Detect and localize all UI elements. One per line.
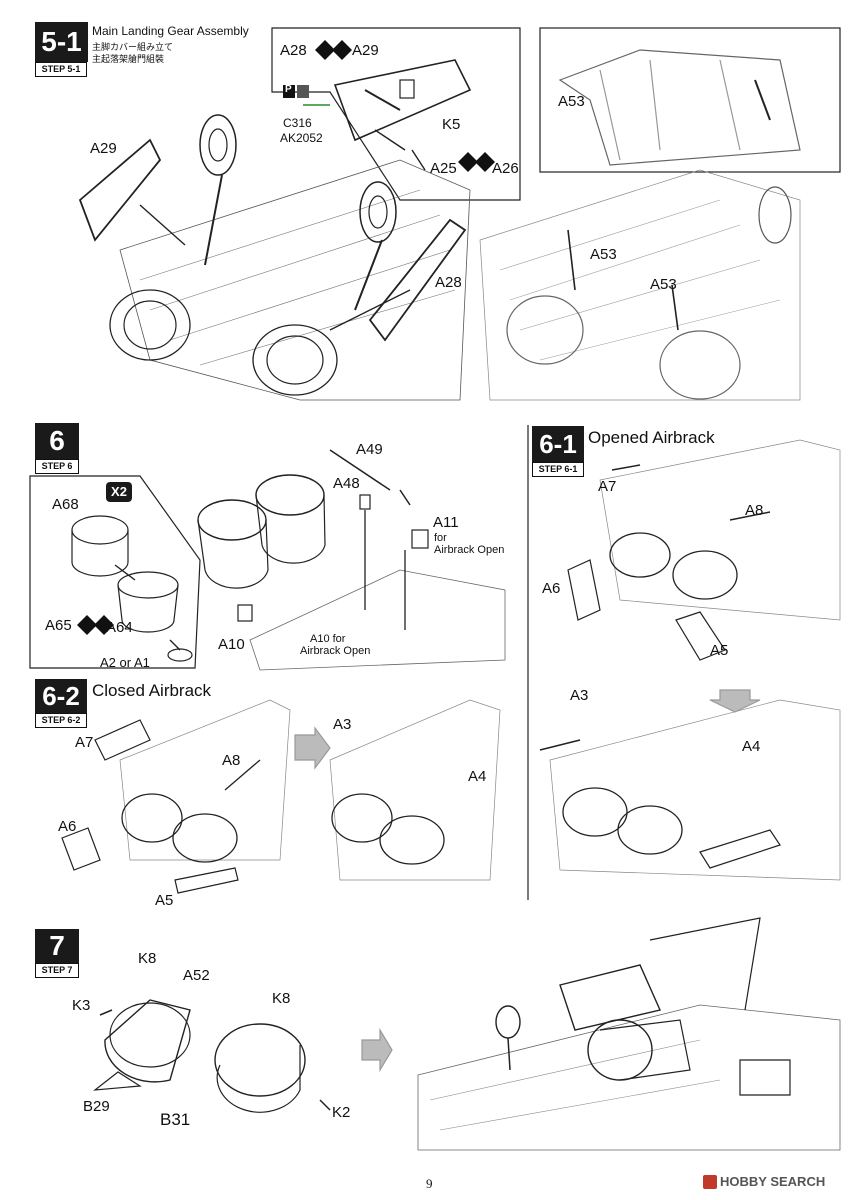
step-number-6-1: 6-1 <box>532 426 584 462</box>
paint-letter: P <box>285 84 292 95</box>
hobby-search-logo-icon <box>703 1175 717 1189</box>
step-tag-6: STEP 6 <box>35 459 79 474</box>
step-title-6-2: Closed Airbrack <box>92 681 212 700</box>
step-title-6-1: Opened Airbrack <box>588 428 715 447</box>
part-label-a5-6-2: A5 <box>155 892 174 909</box>
step-tag-5-1: STEP 5-1 <box>35 62 87 77</box>
part-label-a10: A10 <box>218 636 245 653</box>
step-number-6-2: 6-2 <box>35 679 87 713</box>
note-for-a11: for <box>434 532 447 544</box>
part-label-a68: A68 <box>52 496 79 513</box>
part-label-a3-6-2: A3 <box>333 716 352 733</box>
inset-frame-5-1 <box>539 27 841 173</box>
part-label-k8-left: K8 <box>138 950 157 967</box>
part-label-a7-6-1: A7 <box>598 478 617 495</box>
step-number-5-1: 5-1 <box>35 22 88 62</box>
page-number: 9 <box>426 1176 433 1191</box>
part-label-b29: B29 <box>83 1098 110 1115</box>
paint-chip-box <box>283 85 295 98</box>
part-label-k8-right: K8 <box>272 990 291 1007</box>
part-label-a4-6-2: A4 <box>468 768 487 785</box>
step-number-6: 6 <box>35 423 79 459</box>
part-label-b31: B31 <box>160 1110 191 1129</box>
part-label-a49: A49 <box>356 441 383 458</box>
step-subtitle-cn: 主起落架艙門組裝 <box>92 54 165 64</box>
part-label-k2: K2 <box>332 1104 351 1121</box>
part-label-a7-6-2: A7 <box>75 734 94 751</box>
part-label-a6-6-2: A6 <box>58 818 77 835</box>
step-title-5-1: Main Landing Gear Assembly <box>92 24 249 38</box>
callout-frame-5-1 <box>271 27 521 201</box>
step-subtitle-jp: 主脚カバー組み立て <box>92 42 174 52</box>
part-label-a53-mid: A53 <box>590 246 617 263</box>
note-airbrack-open-a10: Airbrack Open <box>300 645 371 657</box>
part-label-a53-inset: A53 <box>558 93 585 110</box>
paint-code-ak2052: AK2052 <box>280 131 323 145</box>
part-label-k3: K3 <box>72 997 91 1014</box>
step-tag-7: STEP 7 <box>35 963 79 978</box>
step-tag-6-2: STEP 6-2 <box>35 713 87 728</box>
part-label-a25: A25 <box>430 160 457 177</box>
part-label-a28-top: A28 <box>280 42 307 59</box>
part-label-a28-right: A28 <box>435 274 462 291</box>
step-tag-6-1: STEP 6-1 <box>532 462 584 477</box>
part-label-a2-or-a1: A2 or A1 <box>100 655 150 670</box>
part-label-a52: A52 <box>183 967 210 984</box>
note-a10-for: A10 for <box>310 633 346 645</box>
part-label-a8-6-1: A8 <box>745 502 764 519</box>
part-label-a29-left: A29 <box>90 140 117 157</box>
part-label-a53-right: A53 <box>650 276 677 293</box>
part-label-a64: A64 <box>106 619 133 636</box>
part-label-a48: A48 <box>333 475 360 492</box>
paint-code-c316: C316 <box>283 116 312 130</box>
part-label-a11: A11 <box>433 514 459 531</box>
brand-watermark: HOBBY SEARCH <box>720 1174 826 1189</box>
part-label-k5: K5 <box>442 116 461 133</box>
part-label-a4-6-1: A4 <box>742 738 761 755</box>
part-label-a26: A26 <box>492 160 519 177</box>
step-number-7: 7 <box>35 929 79 963</box>
quantity-badge-x2: X2 <box>106 482 132 502</box>
part-label-a8-6-2: A8 <box>222 752 241 769</box>
note-airbrack-open-a11: Airbrack Open <box>434 544 505 556</box>
callout-frame-6 <box>29 475 201 669</box>
part-label-a65: A65 <box>45 617 72 634</box>
part-label-a29-top: A29 <box>352 42 379 59</box>
part-label-a3-6-1: A3 <box>570 687 589 704</box>
part-label-a5-6-1: A5 <box>710 642 729 659</box>
part-label-a6-6-1: A6 <box>542 580 561 597</box>
